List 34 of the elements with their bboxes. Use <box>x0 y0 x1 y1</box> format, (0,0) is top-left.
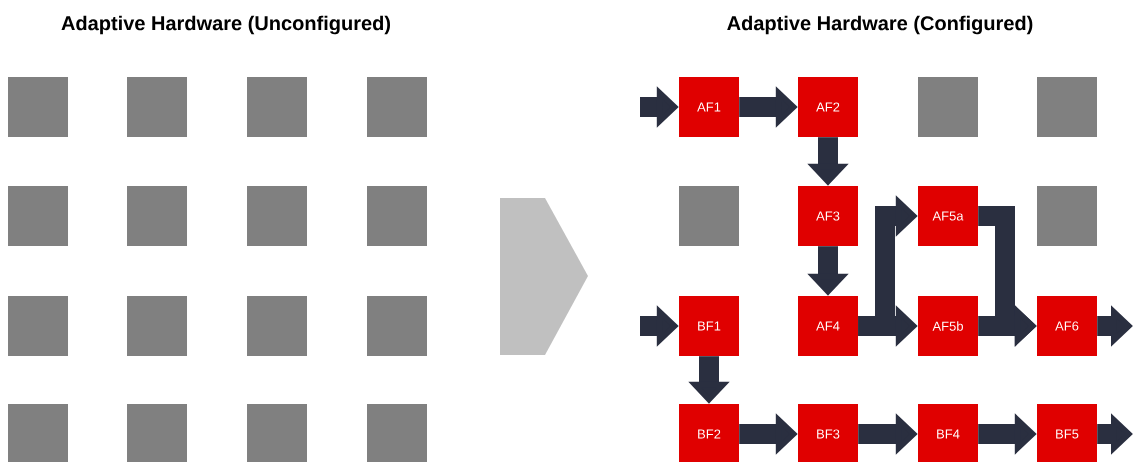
panel-heading: Adaptive Hardware (Configured) <box>727 15 1033 35</box>
function-block: BF2 <box>679 404 739 462</box>
tile <box>8 186 68 246</box>
tile <box>367 186 427 246</box>
tile <box>918 77 978 137</box>
tile <box>367 404 427 462</box>
tile <box>247 77 307 137</box>
function-block: BF4 <box>918 404 978 462</box>
tile <box>8 296 68 356</box>
tile <box>247 404 307 462</box>
function-block: AF1 <box>679 77 739 137</box>
panel-heading: Adaptive Hardware (Unconfigured) <box>61 15 390 35</box>
function-block: BF1 <box>679 296 739 356</box>
tile <box>8 77 68 137</box>
tile <box>127 77 187 137</box>
tile <box>367 296 427 356</box>
tile <box>247 186 307 246</box>
tile <box>1037 186 1097 246</box>
function-block: AF5b <box>918 296 978 356</box>
function-block: AF4 <box>798 296 858 356</box>
tile <box>247 296 307 356</box>
tile <box>127 296 187 356</box>
function-block: AF5a <box>918 186 978 246</box>
tile <box>127 404 187 462</box>
tile <box>127 186 187 246</box>
function-block: AF3 <box>798 186 858 246</box>
tile <box>367 77 427 137</box>
tile <box>679 186 739 246</box>
function-block: AF6 <box>1037 296 1097 356</box>
function-block: AF2 <box>798 77 858 137</box>
function-block: BF3 <box>798 404 858 462</box>
tile <box>1037 77 1097 137</box>
tile <box>8 404 68 462</box>
function-block: BF5 <box>1037 404 1097 462</box>
